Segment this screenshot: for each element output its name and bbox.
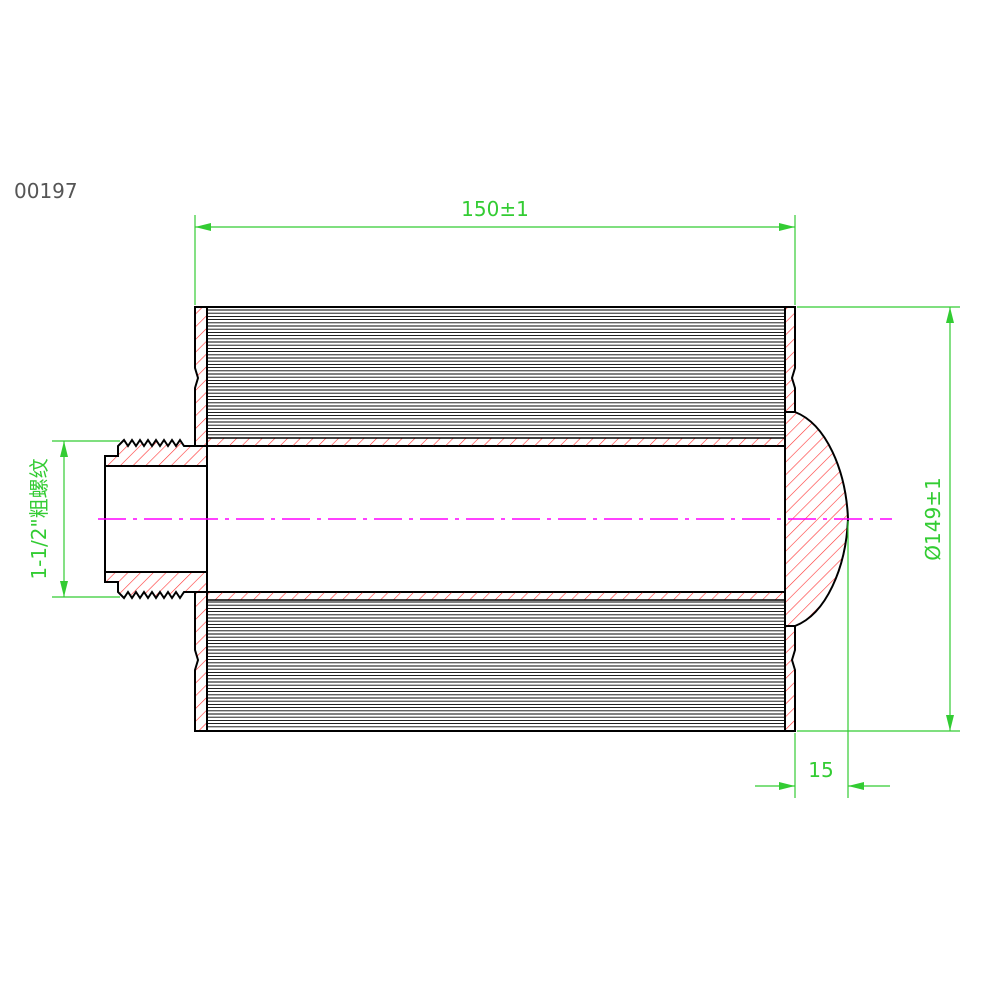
corner-label: 00197 [14, 179, 78, 203]
right-end-cap-upper [784, 306, 796, 413]
dimension-dome-depth [755, 521, 890, 798]
dimension-diameter [797, 306, 960, 732]
thread-lower [104, 571, 208, 600]
thread-upper [104, 438, 208, 467]
core-tube-wall-upper [206, 437, 786, 447]
thread-label: 1-1/2"粗螺纹 [27, 458, 51, 579]
overall-length-label: 150±1 [461, 197, 529, 221]
dimension-thread [52, 440, 120, 598]
left-end-cap-upper [194, 306, 208, 447]
left-end-cap-lower [194, 591, 208, 732]
pleat-lines [207, 309, 785, 728]
dimension-overall-length [194, 215, 796, 305]
core-tube-wall-lower [206, 591, 786, 601]
right-end-cap-lower [784, 625, 796, 732]
diameter-label: Ø149±1 [921, 477, 945, 560]
right-end-cap [784, 306, 796, 732]
dome-depth-label: 15 [808, 758, 833, 782]
